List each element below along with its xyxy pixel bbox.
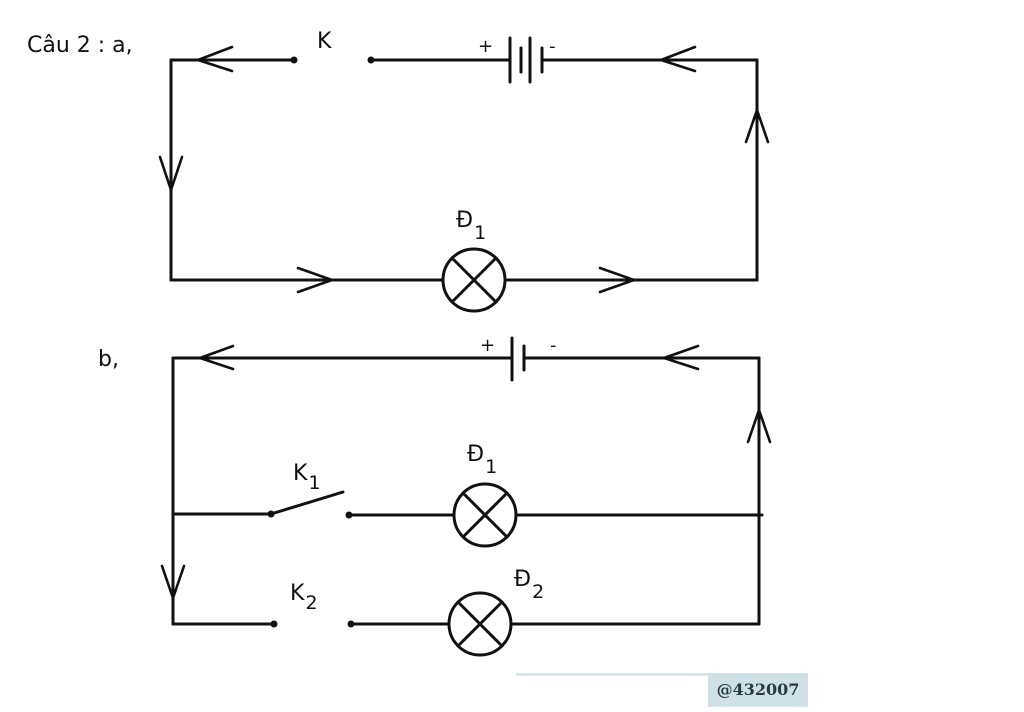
switch-k-label: K [317,29,332,54]
arrow-a-top-right [659,45,697,73]
switch-k1-label: K1 [293,461,321,494]
lamp-b-d1-label: Đ1 [467,442,497,478]
battery-b [510,336,526,382]
arrow-a-top-left [196,45,234,73]
circuit-b: + - K1 Đ1 K2 Đ2 [160,335,772,657]
part-b-label: b, [98,347,119,372]
battery-a-plus: + [478,36,493,57]
lamp-a-d1-label: Đ1 [456,208,486,244]
switch-k-terminal-right [367,56,375,64]
watermark-underline [516,673,708,676]
switch-k1-terminal-left [267,510,275,518]
part-a-label: Câu 2 : a, [27,33,133,58]
battery-a [508,36,544,84]
switch-k1-terminal-right [345,511,353,519]
lamp-b-d2-label: Đ2 [514,567,544,603]
switch-k2-terminal-right [347,620,355,628]
battery-b-plus: + [480,335,495,356]
arrow-b-right-up [746,408,772,444]
switch-k1-blade [269,490,345,516]
arrow-a-right-up [744,108,770,144]
switch-k2-terminal-left [270,620,278,628]
battery-b-minus: - [550,335,557,356]
switch-k2-label: K2 [290,581,318,614]
watermark: @432007 [708,673,808,707]
arrow-a-bottom-left [296,266,334,294]
switch-k-terminal-left [290,56,298,64]
arrow-b-top-right [662,344,700,371]
circuit-a: K + - Đ1 [158,29,770,313]
arrow-a-bottom-right [598,266,636,294]
lamp-b-d2 [447,591,513,657]
arrow-b-top-left [198,344,235,371]
arrow-b-left-down [160,564,186,600]
arrow-a-left-down [158,155,184,192]
lamp-b-d1 [452,482,518,548]
battery-a-minus: - [549,36,556,57]
lamp-a-d1 [441,247,507,313]
